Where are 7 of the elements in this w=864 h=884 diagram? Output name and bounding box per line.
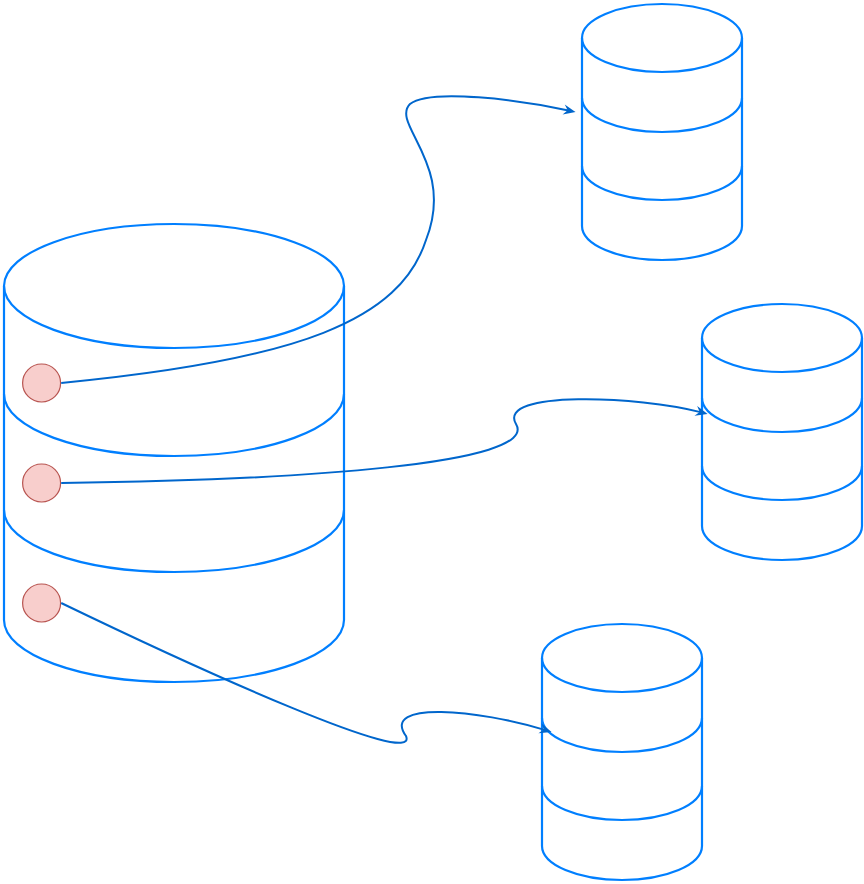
record-dot [22,363,62,403]
record-dot [22,463,62,503]
database-cylinder [540,622,704,882]
database-cylinder [580,2,744,262]
database-cylinder [700,302,864,562]
database-cylinder [2,222,346,684]
record-dot [22,583,62,623]
